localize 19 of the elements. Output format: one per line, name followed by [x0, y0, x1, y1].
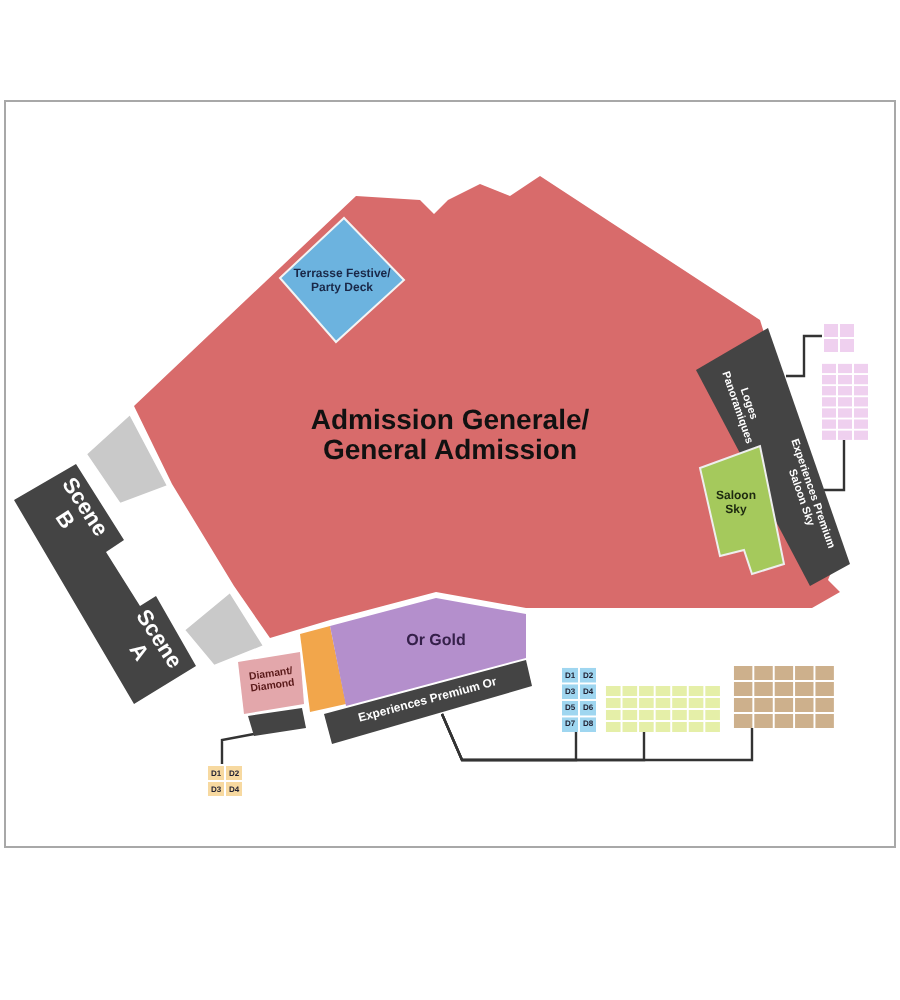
seat-block: [820, 362, 868, 440]
leader-line: [440, 713, 754, 762]
section-label: Or Gold: [404, 633, 468, 651]
leader-line: [220, 732, 255, 764]
section-strip: [300, 626, 346, 712]
seat-block: [604, 684, 720, 732]
seat-block: [206, 764, 242, 796]
premium-section-bar: [324, 660, 532, 744]
seat-block: [560, 666, 596, 732]
seat-block: [822, 322, 854, 352]
seat-block: [732, 664, 834, 728]
stage-block: [14, 464, 196, 704]
area-label: Admission Generale/ General Admission: [308, 405, 592, 467]
party-deck-section: [280, 218, 404, 342]
leader-line: [824, 440, 846, 492]
leader-line: [786, 334, 822, 378]
seating-section: [184, 592, 264, 666]
section-strip: [248, 708, 306, 736]
diamond-section: [238, 652, 304, 714]
